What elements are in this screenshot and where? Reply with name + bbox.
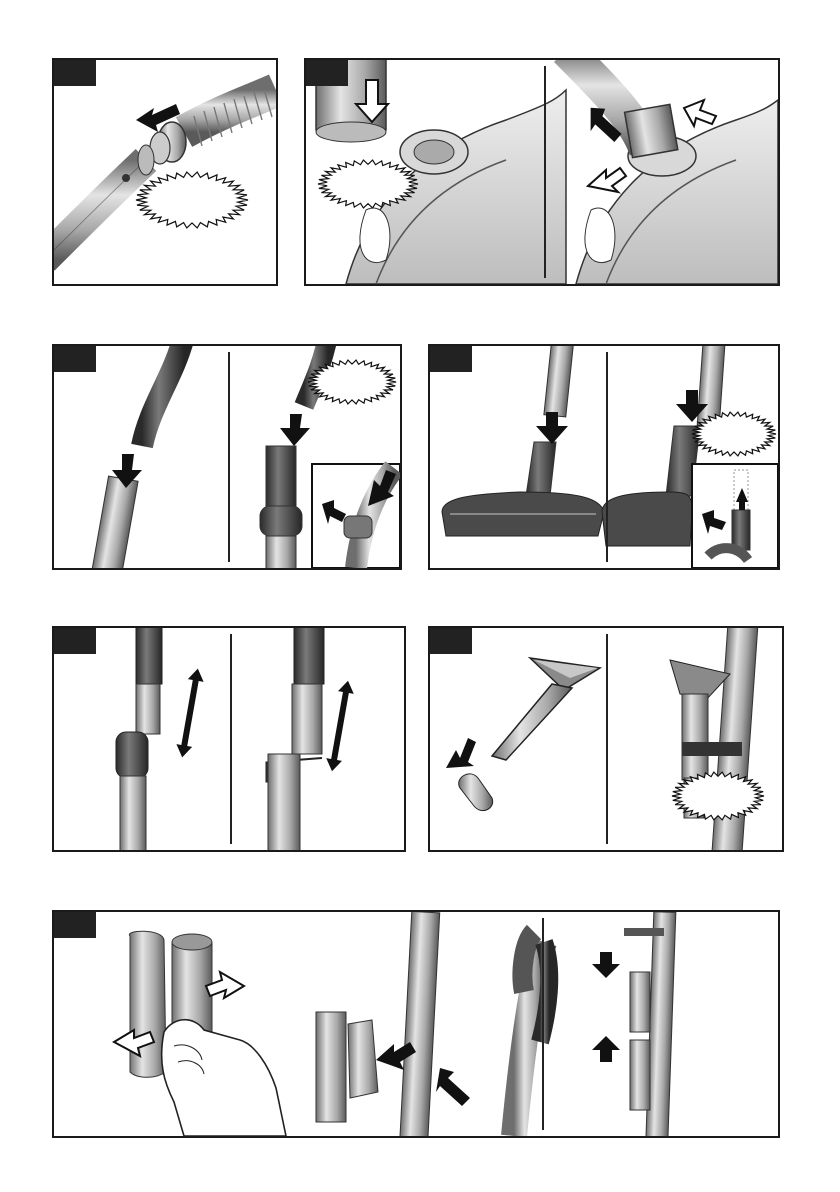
frame-divider — [542, 918, 544, 1130]
arrow-icon — [436, 1068, 470, 1106]
frame-divider — [606, 352, 608, 562]
telescopic-tube-adjust-illustration — [54, 628, 404, 850]
arrow-icon — [174, 667, 205, 758]
hand-icon — [162, 1020, 286, 1136]
step-number-tag — [54, 628, 96, 654]
step-number-tag — [430, 628, 472, 654]
handle-to-tube-illustration — [54, 346, 400, 568]
accessory-holder-illustration — [54, 912, 778, 1136]
step-number-tag — [54, 60, 96, 86]
step-panel-1 — [52, 58, 278, 286]
step-panel-5 — [52, 626, 406, 852]
tube-to-floor-nozzle-illustration — [430, 346, 778, 568]
arrow-icon — [280, 414, 310, 446]
step-number-tag — [306, 60, 348, 86]
arrow-icon — [592, 952, 620, 1062]
step-panel-4 — [428, 344, 780, 570]
step-panel-6 — [428, 626, 784, 852]
step-panel-7 — [52, 910, 780, 1138]
step-number-tag — [54, 346, 96, 372]
frame-divider — [230, 634, 232, 844]
step-panel-3 — [52, 344, 402, 570]
arrow-icon — [446, 738, 476, 768]
frame-divider — [228, 352, 230, 562]
hose-to-handle-illustration — [54, 60, 276, 284]
hose-to-body-illustration — [306, 60, 778, 284]
arrow-icon — [324, 679, 356, 772]
starburst-callout-icon — [136, 172, 248, 228]
step-number-tag — [430, 346, 472, 372]
frame-divider — [606, 634, 608, 844]
step-panel-2 — [304, 58, 780, 286]
starburst-shape — [136, 172, 248, 228]
step-number-tag — [54, 912, 96, 938]
frame-divider — [544, 66, 546, 278]
